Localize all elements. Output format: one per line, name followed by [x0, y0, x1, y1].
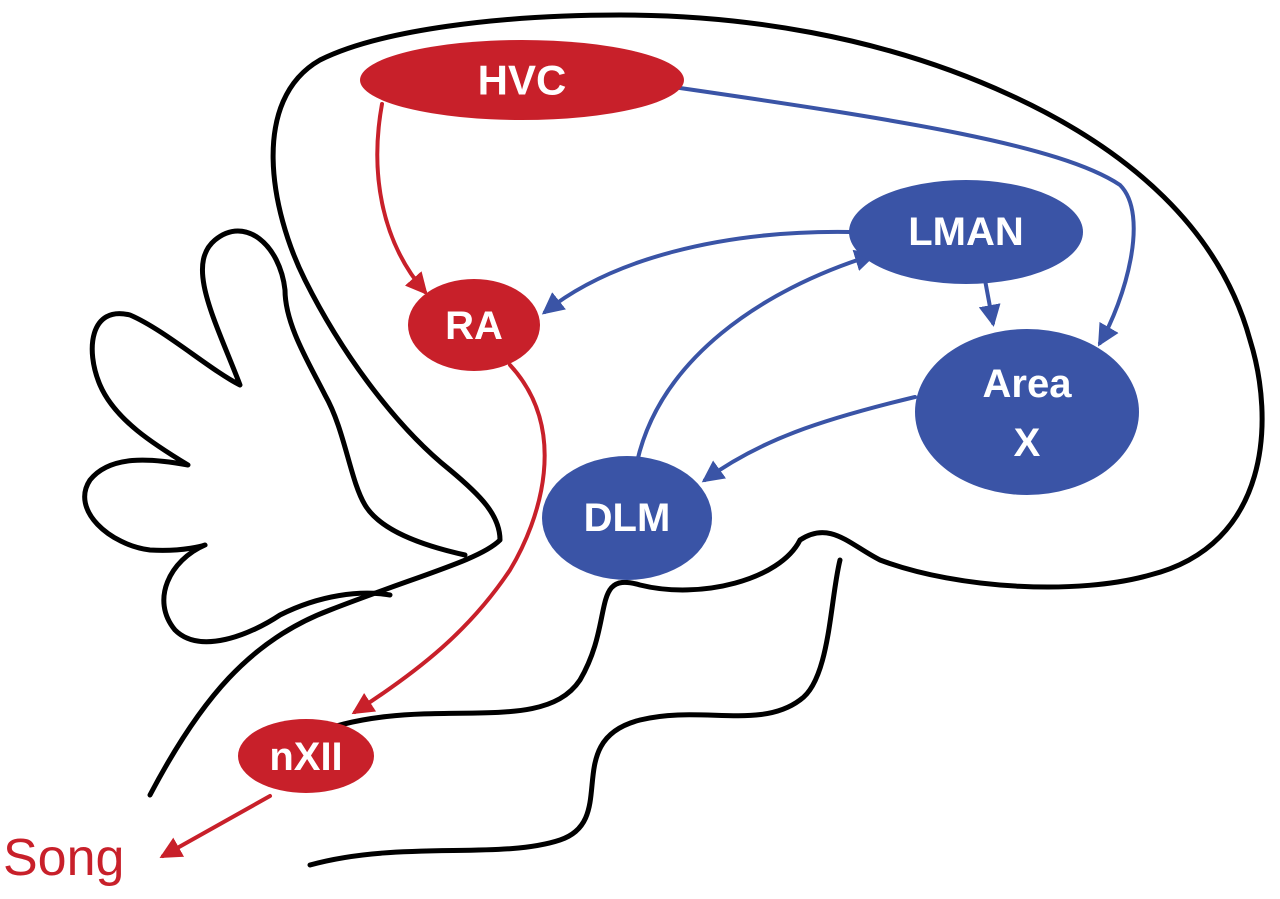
nxii-to-song-connection: [159, 794, 272, 858]
song-output-label: Song: [3, 829, 124, 887]
node-hvc: HVC: [360, 40, 684, 120]
dlm-label: DLM: [584, 496, 671, 540]
node-dlm: DLM: [542, 456, 712, 580]
cerebellum-outline: [82, 228, 468, 645]
area-x-to-dlm-connection: [701, 395, 917, 483]
brainstem-outline: [307, 557, 843, 868]
nxii-ellipse: [238, 719, 374, 793]
node-lman: LMAN: [849, 180, 1083, 284]
forebrain-outline: [147, 12, 1265, 798]
lman-to-area-x-connection: [978, 278, 1001, 327]
lman-ellipse: [849, 180, 1083, 284]
motor-pathway-connections: [159, 102, 547, 858]
area-x-ellipse: [915, 329, 1139, 495]
area-x-label-line2: X: [1014, 421, 1041, 465]
lman-label: LMAN: [908, 210, 1024, 254]
brain-outline: [82, 12, 1265, 868]
dlm-to-lman-connection: [635, 249, 877, 464]
ra-to-nxii-connection: [351, 363, 547, 715]
lman-to-ra-connection: [541, 229, 852, 315]
ra-label: RA: [445, 304, 503, 348]
ra-ellipse: [408, 279, 540, 371]
dlm-ellipse: [542, 456, 712, 580]
nxii-label: nXII: [269, 735, 342, 779]
node-area-x: Area X: [915, 329, 1139, 495]
node-nxii: nXII: [238, 719, 374, 793]
hvc-to-area-x-connection: [678, 86, 1136, 347]
hvc-label: HVC: [478, 57, 567, 104]
hvc-ellipse: [360, 40, 684, 120]
hvc-to-ra-connection: [375, 102, 428, 296]
afp-connections: [541, 86, 1136, 483]
area-x-label-line1: Area: [983, 362, 1073, 406]
node-ra: RA: [408, 279, 540, 371]
